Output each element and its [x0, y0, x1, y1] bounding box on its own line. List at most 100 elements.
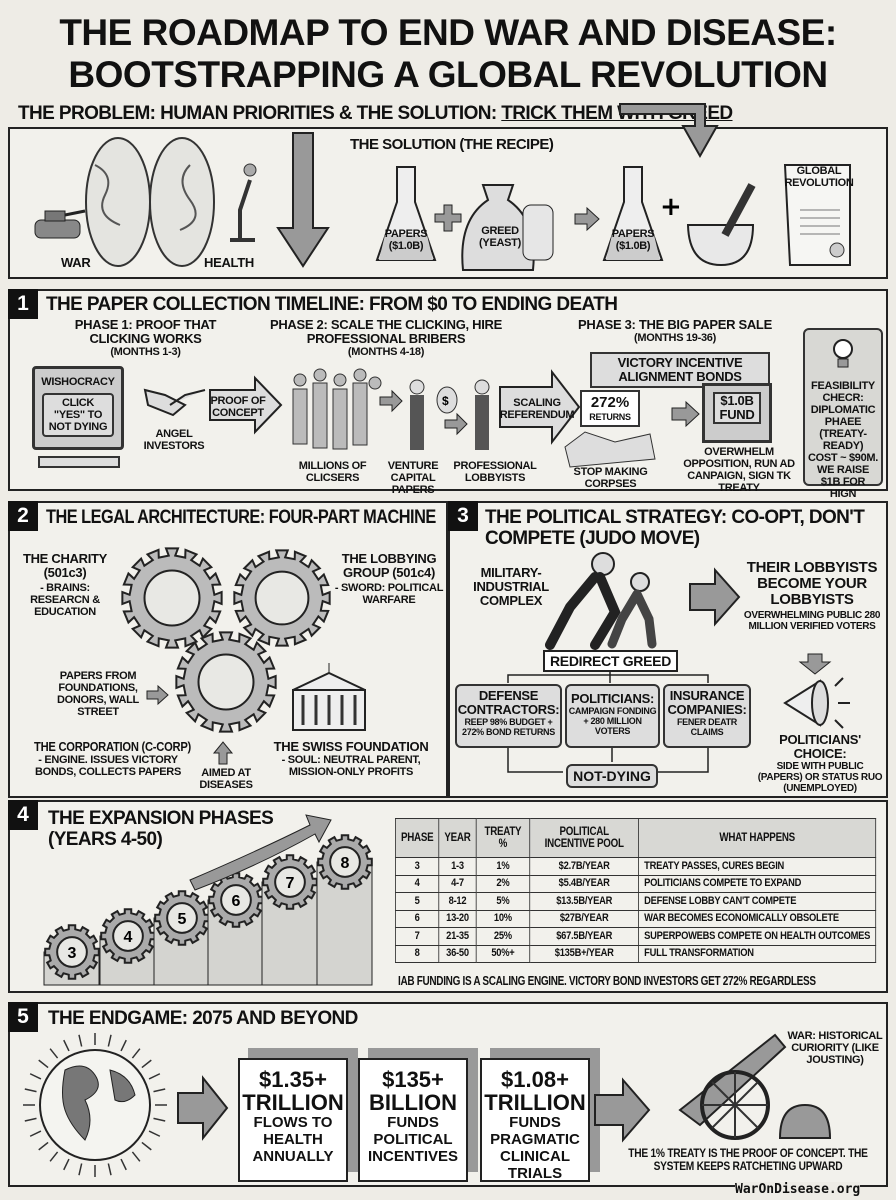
- war-curiosity-label: WAR: HISTORICAL CURIORITY (LIKE JOUSTING…: [787, 1030, 883, 1066]
- table-cell: $2.7B/YEAR: [529, 857, 640, 876]
- section1-title: THE PAPER COLLECTION TIMELINE: FROM $0 T…: [46, 294, 618, 315]
- phase-gear-icon-hub: [329, 846, 361, 878]
- phase1-title: PHASE 1: PROOF THAT CLICKING WORKS: [74, 317, 217, 346]
- phase-gear-icon-hub: [274, 866, 306, 898]
- mortar-icon: +: [660, 183, 756, 267]
- their-lobbyists-sub: OVERWHELMING PUBLIC 280 MILLION VERIFIED…: [743, 610, 881, 632]
- war-label: WAR: [61, 255, 91, 270]
- arrow-icon: [146, 684, 169, 706]
- phase-gear-label: 4: [124, 929, 133, 946]
- table-cell: 8-12: [438, 892, 477, 911]
- table-cell: $5.4B/YEAR: [529, 874, 640, 893]
- keyboard-icon: [38, 456, 120, 468]
- phase2-title: PHASE 2: SCALE THE CLICKING, HIRE PROFES…: [269, 317, 503, 346]
- phase-gear-icon-hub: [166, 902, 198, 934]
- bonds-banner: VICTORY INCENTIVE ALIGNMENT BONDS: [590, 352, 770, 388]
- swiss-label: THE SWISS FOUNDATION: [273, 739, 429, 754]
- politicians-box: POLITICIANS:CAMPAIGN FONDING + 280 MILLI…: [565, 684, 660, 748]
- right-arrow-icon: [594, 1077, 651, 1143]
- briber-icon: $: [379, 379, 490, 450]
- svg-text:+: +: [660, 192, 682, 222]
- safe-icon: $1.0B FUND: [702, 383, 772, 443]
- papers-source-label: PAPERS FROM FOUNDATIONS, DONORS, WALL ST…: [57, 670, 139, 718]
- cube-description: FUNDS PRAGMATIC CLINICAL TRIALS: [490, 1114, 580, 1182]
- phase-gear-label: 8: [341, 855, 350, 872]
- cube-description: FUNDS POLITICAL INCENTIVES: [367, 1114, 458, 1165]
- corp-label: THE CORPORATION (C-CORP): [34, 739, 191, 754]
- table-cell: 2%: [475, 874, 531, 893]
- right-arrow-icon: [689, 567, 741, 627]
- phase-gear-icon-hub: [112, 920, 144, 952]
- globe-ray: [148, 1130, 161, 1137]
- table-cell: 8: [394, 944, 440, 963]
- lightbulb-icon: [833, 339, 853, 368]
- flask-icon: [375, 166, 437, 261]
- column-header: YEAR: [438, 818, 477, 858]
- table-cell: 13-20: [438, 909, 477, 928]
- globe-ray: [78, 1163, 83, 1176]
- globe-ray: [153, 1117, 166, 1122]
- section2-number: 2: [8, 501, 38, 531]
- globe-ray: [120, 1039, 127, 1052]
- cube-amount: $135+ BILLION: [369, 1067, 457, 1115]
- table-cell: FULL TRANSFORMATION: [638, 944, 877, 963]
- lobbyists-label: PROFESSIONAL LOBBYISTS: [453, 460, 537, 484]
- their-lobbyists-block: THEIR LOBBYISTS BECOME YOUR LOBBYISTS OV…: [738, 559, 886, 633]
- table-cell: $67.5B/YEAR: [529, 927, 640, 946]
- corp-desc: - ENGINE. ISSUES VICTORY BONDS, COLLECTS…: [35, 754, 181, 778]
- section5-title: THE ENDGAME: 2075 AND BEYOND: [48, 1008, 358, 1029]
- charity-block: THE CHARITY (501c3) - BRAINS: RESEARCN &…: [16, 552, 114, 619]
- table-cell: 1%: [475, 857, 531, 876]
- column-header: TREATY %: [475, 818, 531, 858]
- column-header: WHAT HAPPENS: [638, 818, 877, 858]
- globe-ray: [24, 1117, 37, 1122]
- redirect-greed-banner: REDIRECT GREED: [543, 650, 678, 672]
- globe-ray: [29, 1130, 42, 1137]
- choice-block: POLITICIANS' CHOICE: SIDE WITH PUBLIC (P…: [754, 733, 886, 795]
- table-cell: 21-35: [438, 927, 477, 946]
- sack-label: GREED (YEAST): [479, 225, 521, 249]
- crowd-icon: [292, 368, 382, 450]
- not-dying-box: NOT-DYING: [566, 764, 658, 788]
- globe-ray: [107, 1163, 112, 1176]
- table-cell: DEFENSE LOBBY CAN'T COMPETE: [638, 892, 877, 911]
- globe-ray: [107, 1034, 112, 1047]
- scroll-icon: [783, 164, 851, 266]
- judo-fighters-icon: [545, 552, 657, 650]
- swiss-desc: - SOUL: NEUTRAL PARENT, MISSION-ONLY PRO…: [281, 754, 421, 778]
- cube-amount: $1.35+ TRILLION: [242, 1067, 344, 1115]
- corp-block: THE CORPORATION (C-CORP) - ENGINE. ISSUE…: [22, 739, 194, 779]
- lobby-block: THE LOBBYING GROUP (501c4) - SWORD: POLI…: [334, 552, 444, 607]
- footer-link[interactable]: WarOnDisease.org: [735, 1182, 861, 1197]
- overwhelm-label: OVERWHELM OPPOSITION, RUN AD CANPAIGN, S…: [683, 446, 795, 494]
- table-cell: $135B+/YEAR: [529, 944, 640, 963]
- defense-contractors-box: DEFENSE CONTRACTORS:REEP 98% BUDGET + 27…: [455, 684, 562, 748]
- corporation-gear-icon-hub: [197, 653, 255, 711]
- table-cell: 6: [394, 909, 440, 928]
- megaphone-icon: [783, 677, 850, 729]
- their-lobbyists-label: THEIR LOBBYISTS BECOME YOUR LOBBYISTS: [746, 559, 878, 608]
- down-arrow-icon: [276, 132, 330, 268]
- vc-label: VENTURE CAPITAL PAPERS: [387, 460, 439, 496]
- click-yes-button[interactable]: CLICK "YES" TO NOT DYING: [42, 393, 114, 437]
- globe-ray: [29, 1073, 42, 1080]
- aimed-label: AIMED AT DISEASES: [199, 767, 253, 791]
- flask-icon: [602, 166, 664, 261]
- globe-ray: [63, 1158, 70, 1171]
- table-cell: SUPERPOWEBS COMPETE ON HEALTH OUTCOMES: [638, 927, 877, 946]
- phase3-months: (MONTHS 19-36): [634, 332, 716, 344]
- phase3-title: PHASE 3: THE BIG PAPER SALE: [578, 317, 772, 332]
- phase-gear-label: 3: [68, 945, 77, 962]
- crowd-label: MILLIONS OF CLICSERS: [298, 460, 367, 484]
- brain-icon: [85, 137, 215, 267]
- cannon-icon: [678, 1033, 832, 1140]
- cube-description: FLOWS TO HEALTH ANNUALLY: [252, 1114, 334, 1165]
- section4-number: 4: [8, 800, 38, 830]
- globe-ray: [24, 1088, 37, 1093]
- phase2-months: (MONTHS 4-18): [347, 346, 425, 358]
